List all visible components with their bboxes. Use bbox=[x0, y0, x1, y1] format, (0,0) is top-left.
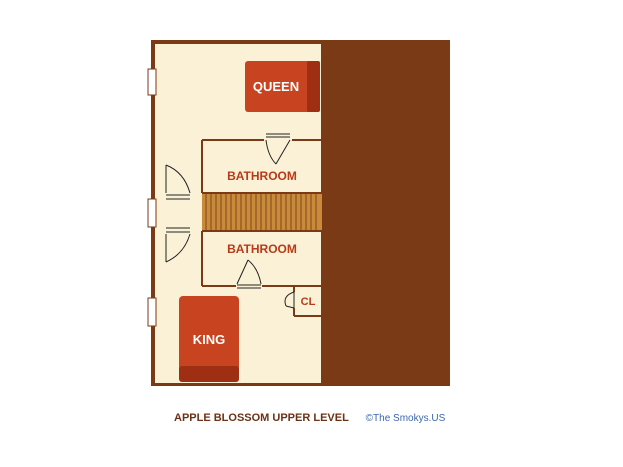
king-bed bbox=[179, 296, 239, 382]
door-hall-upper bbox=[165, 164, 191, 200]
king-bed-label: KING bbox=[193, 332, 226, 347]
bathroom-lower-label: BATHROOM bbox=[227, 242, 297, 256]
queen-bed bbox=[245, 61, 320, 112]
staircase bbox=[202, 192, 322, 232]
door-hall-lower bbox=[165, 227, 191, 263]
window-bottom bbox=[147, 297, 157, 327]
door-closet bbox=[284, 291, 295, 309]
plan-title: APPLE BLOSSOM UPPER LEVEL bbox=[174, 412, 349, 424]
window-top bbox=[147, 68, 157, 96]
door-upper-bathroom bbox=[265, 133, 291, 165]
bathroom-upper-walls bbox=[201, 139, 322, 193]
bathroom-lower-walls bbox=[201, 231, 322, 287]
open-area bbox=[323, 44, 447, 383]
closet-label: CL bbox=[301, 296, 316, 308]
bathroom-upper-label: BATHROOM bbox=[227, 169, 297, 183]
plan-caption: APPLE BLOSSOM UPPER LEVEL ©The Smokys.US bbox=[174, 412, 445, 424]
copyright-credit: ©The Smokys.US bbox=[365, 413, 446, 424]
door-lower-bathroom bbox=[236, 259, 262, 289]
queen-bed-label: QUEEN bbox=[253, 79, 299, 94]
closet-walls bbox=[293, 286, 322, 317]
window-middle bbox=[147, 198, 157, 228]
